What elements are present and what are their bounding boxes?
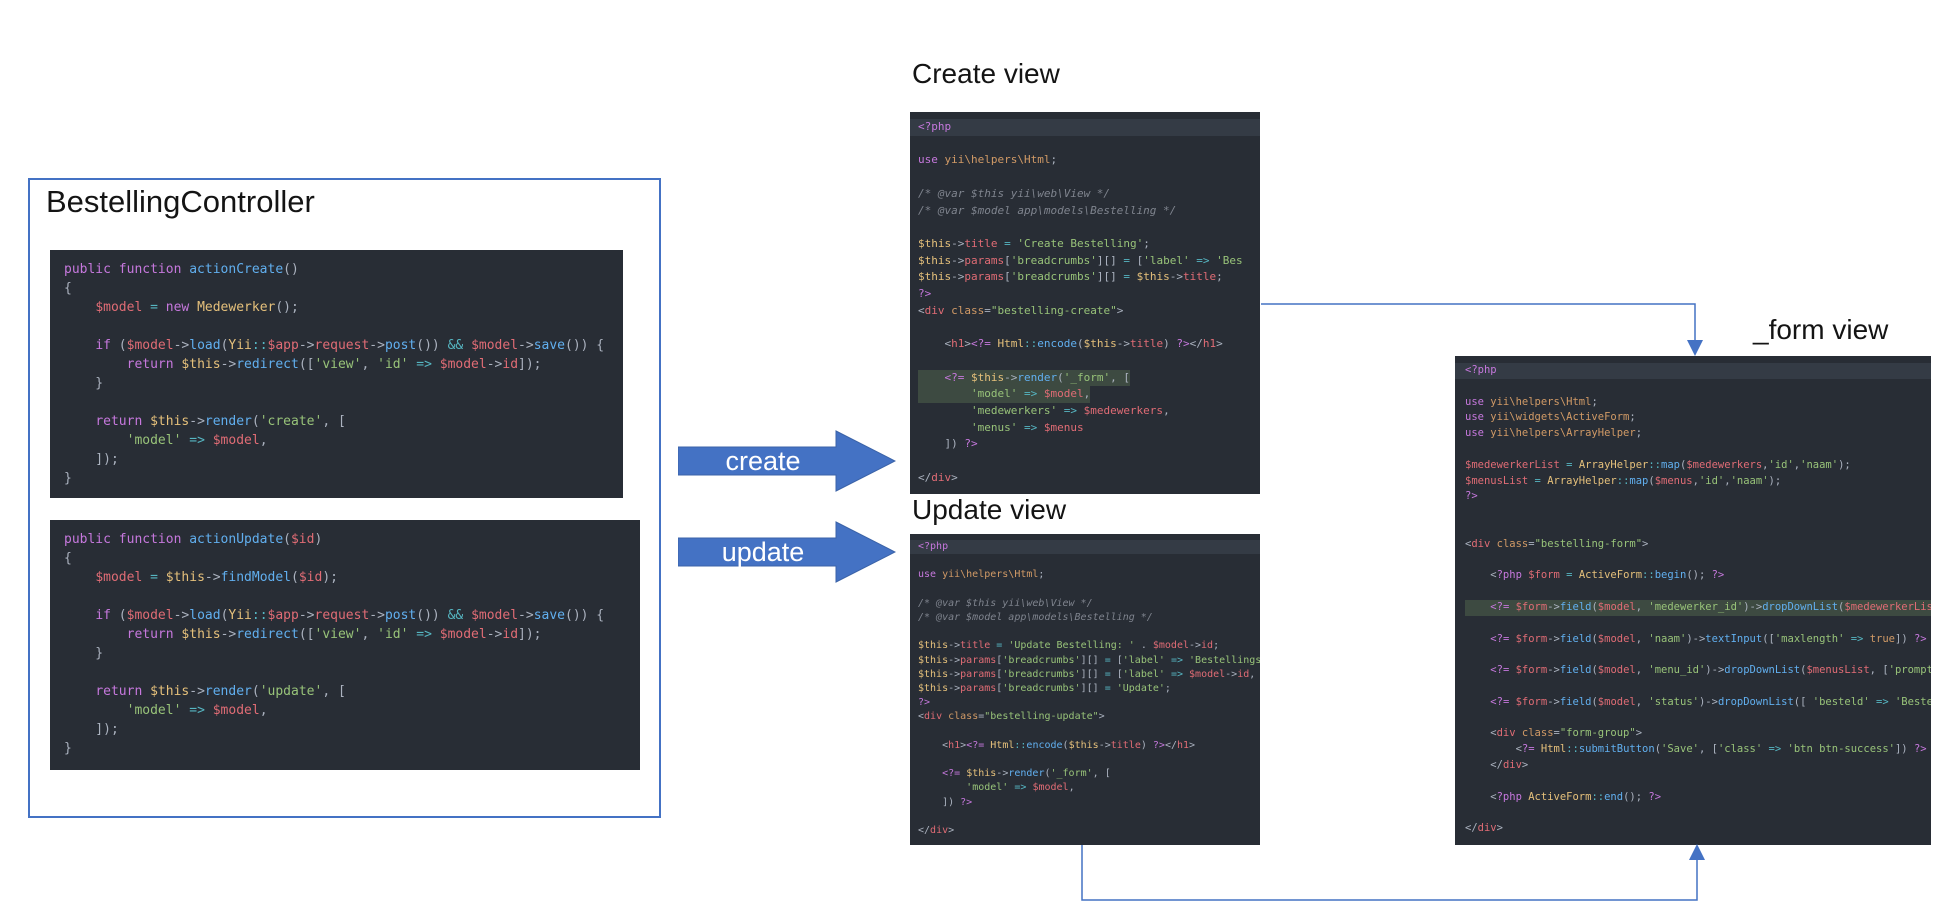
create-view-code-block: <?php use yii\helpers\Html; /* @var $thi… — [910, 112, 1260, 494]
form-view-code-block: <?php use yii\helpers\Html;use yii\widge… — [1455, 356, 1931, 845]
create-arrow-label: create — [725, 445, 801, 476]
update-view-title: Update view — [912, 494, 1067, 525]
form-view-title: _form view — [1753, 314, 1889, 345]
update-arrow: update — [677, 521, 897, 583]
action-update-code-block: public function actionUpdate($id){ $mode… — [50, 520, 640, 770]
arrowhead-up-icon — [1689, 844, 1705, 860]
connector-create-to-form — [1261, 303, 1703, 356]
controller-title: BestellingController — [46, 184, 315, 219]
right-arrow-icon — [677, 430, 897, 492]
action-create-code-block: public function actionCreate(){ $model =… — [50, 250, 623, 498]
right-arrow-icon — [677, 521, 897, 583]
connector-update-to-form — [1081, 844, 1705, 901]
bestelling-controller-box: BestellingController public function act… — [28, 178, 661, 818]
create-arrow: create — [677, 430, 897, 492]
update-arrow-label: update — [721, 536, 805, 567]
create-view-title: Create view — [912, 58, 1060, 89]
update-view-code-block: <?php use yii\helpers\Html; /* @var $thi… — [910, 534, 1260, 845]
arrowhead-down-icon — [1687, 340, 1703, 356]
